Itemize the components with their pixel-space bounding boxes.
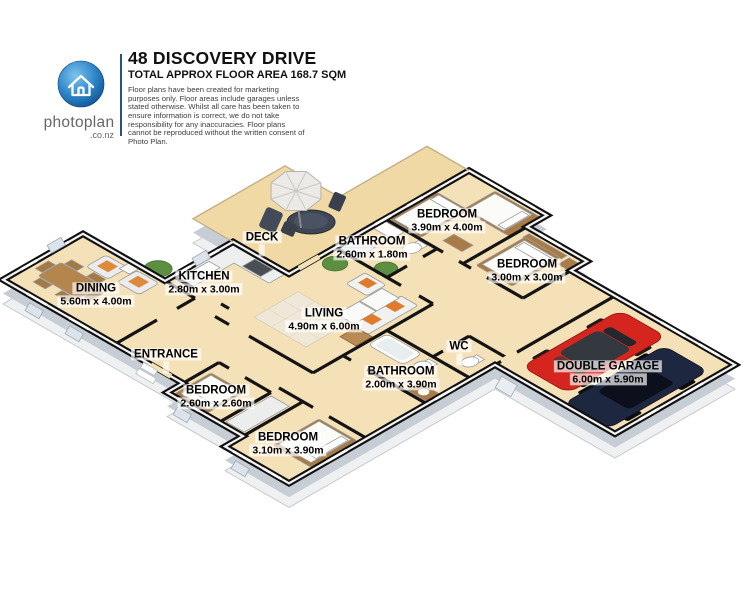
- room-label-living: LIVING 4.90m x 6.00m: [285, 303, 363, 333]
- outdoor-chair: [328, 191, 347, 212]
- header-divider: [120, 54, 122, 136]
- room-label-dining: DINING 5.60m x 4.00m: [57, 278, 135, 308]
- entrance-steps: [135, 361, 158, 385]
- room-label-bedroom-4: BEDROOM 3.10m x 3.90m: [249, 427, 327, 457]
- umbrella-ribs: [270, 171, 322, 211]
- room-label-kitchen: KITCHEN 2.80m x 3.00m: [165, 266, 243, 296]
- page-title: 48 DISCOVERY DRIVE: [128, 48, 317, 68]
- room-label-garage: DOUBLE GARAGE 6.00m x 5.90m: [553, 356, 663, 386]
- deck-furniture: [259, 171, 347, 237]
- sun-lounger: [259, 207, 283, 233]
- disclaimer-text: Floor plans have been created for market…: [128, 85, 305, 146]
- room-label-deck: DECK: [242, 227, 282, 257]
- wc-fixtures: [458, 353, 486, 369]
- room-label-bedroom-3: BEDROOM 2.60m x 2.60m: [177, 380, 255, 410]
- photoplan-logo: photoplan .co.nz: [44, 60, 115, 140]
- door-openings: [105, 198, 567, 464]
- room-label-bathroom-main: BATHROOM 2.00m x 3.90m: [362, 361, 440, 391]
- logo-domain-text: .co.nz: [90, 130, 115, 140]
- room-label-wc: WC: [446, 336, 472, 366]
- house-icon: [57, 60, 105, 108]
- house-icon-glyph: [67, 74, 95, 97]
- room-label-bathroom-top: BATHROOM 2.60m x 1.80m: [333, 231, 411, 261]
- facade-windows: [24, 236, 518, 478]
- outdoor-chair: [280, 221, 298, 237]
- floor-area-subtitle: TOTAL APPROX FLOOR AREA 168.7 SQM: [128, 69, 347, 81]
- room-label-bedroom-1: BEDROOM 3.90m x 4.00m: [408, 204, 486, 234]
- logo-brand-text: photoplan: [44, 114, 115, 131]
- exterior-wall-top: [0, 91, 749, 552]
- room-label-entrance: ENTRANCE: [131, 344, 201, 374]
- room-label-bedroom-2: BEDROOM 3.00m x 3.00m: [488, 254, 566, 284]
